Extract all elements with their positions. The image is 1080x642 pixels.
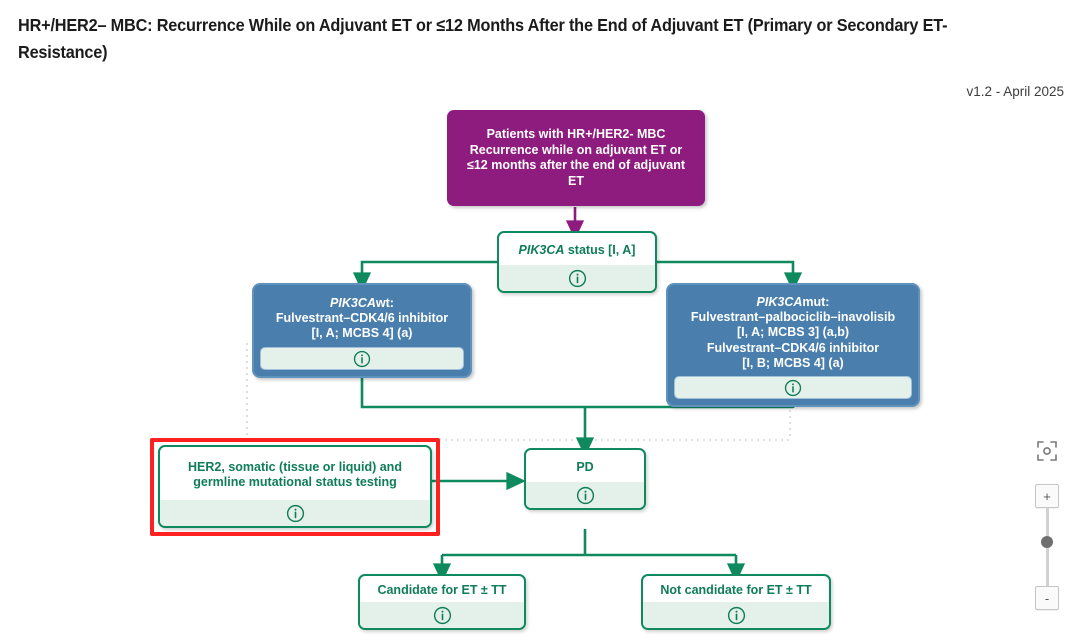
gene-name-pik3ca: PIK3CA [756, 294, 803, 309]
node-pik3ca-wt[interactable]: PIK3CAwt: Fulvestrant–CDK4/6 inhibitor [… [252, 283, 472, 378]
node-her2-testing-title: HER2, somatic (tissue or liquid) and ger… [160, 447, 430, 500]
version-label: v1.2 - April 2025 [966, 84, 1064, 99]
node-pik3ca-wt-title: PIK3CAwt: Fulvestrant–CDK4/6 inhibitor [… [260, 290, 464, 347]
node-pik3ca-mut-title: PIK3CAmut: Fulvestrant–palbociclib–inavo… [674, 290, 912, 376]
gene-name-pik3ca: PIK3CA [330, 295, 376, 310]
root-line-3: ≤12 months after the end of adjuvant [467, 158, 685, 172]
node-candidate-title: Candidate for ET ± TT [377, 582, 507, 597]
flowchart-canvas[interactable]: Patients with HR+/HER2- MBC Recurrence w… [0, 100, 1080, 642]
info-icon[interactable] [784, 379, 802, 397]
info-bar[interactable] [499, 265, 655, 291]
info-icon[interactable] [576, 486, 595, 505]
her2-line-2: germline mutational status testing [193, 474, 397, 489]
root-line-1: Patients with HR+/HER2- MBC [486, 127, 666, 141]
info-icon[interactable] [353, 350, 371, 368]
mut-line-5: [I, B; MCBS 4] (a) [742, 355, 844, 370]
root-line-2: Recurrence while on adjuvant ET or [469, 142, 683, 157]
fit-to-screen-icon[interactable] [1036, 440, 1058, 462]
info-icon[interactable] [568, 269, 587, 288]
info-bar[interactable] [360, 602, 524, 628]
info-bar[interactable] [260, 347, 464, 370]
node-pik3ca-status[interactable]: PIK3CA status [I, A] [497, 231, 657, 293]
node-not-candidate-et-tt[interactable]: Not candidate for ET ± TT [641, 574, 831, 630]
status-suffix: status [I, A] [564, 242, 636, 257]
wt-line-1: wt: [375, 295, 394, 310]
node-pd-title: PD [576, 459, 594, 474]
wt-line-3: [I, A; MCBS 4] (a) [311, 326, 413, 341]
wt-line-2: Fulvestrant–CDK4/6 inhibitor [275, 310, 449, 325]
zoom-slider[interactable] [1041, 508, 1053, 586]
info-icon[interactable] [433, 606, 452, 625]
node-progressive-disease[interactable]: PD [524, 448, 646, 510]
info-bar[interactable] [643, 602, 829, 628]
mut-line-2: Fulvestrant–palbociclib–inavolisib [690, 310, 896, 325]
mut-line-3: [I, A; MCBS 3] (a,b) [736, 325, 849, 340]
root-line-4: ET [568, 173, 584, 188]
her2-line-1: HER2, somatic (tissue or liquid) and [188, 459, 402, 474]
zoom-in-button[interactable]: + [1035, 484, 1059, 508]
mut-line-4: Fulvestrant–CDK4/6 inhibitor [706, 340, 880, 355]
info-icon[interactable] [286, 504, 305, 523]
info-icon[interactable] [727, 606, 746, 625]
node-her2-testing[interactable]: HER2, somatic (tissue or liquid) and ger… [158, 445, 432, 528]
node-patients-root-text: Patients with HR+/HER2- MBC Recurrence w… [467, 127, 685, 189]
info-bar[interactable] [526, 482, 644, 508]
mut-line-1: mut: [802, 294, 830, 309]
node-not-candidate-title: Not candidate for ET ± TT [660, 582, 812, 597]
zoom-out-button[interactable]: - [1035, 586, 1059, 610]
node-candidate-et-tt[interactable]: Candidate for ET ± TT [358, 574, 526, 630]
node-patients-root[interactable]: Patients with HR+/HER2- MBC Recurrence w… [447, 110, 705, 206]
zoom-controls[interactable]: + - [1030, 440, 1064, 610]
info-bar[interactable] [674, 376, 912, 399]
page-title: HR+/HER2– MBC: Recurrence While on Adjuv… [18, 15, 948, 62]
info-bar[interactable] [160, 500, 430, 526]
node-pik3ca-mut[interactable]: PIK3CAmut: Fulvestrant–palbociclib–inavo… [666, 283, 920, 407]
gene-name-pik3ca: PIK3CA [518, 242, 565, 257]
node-pik3ca-status-title: PIK3CA status [I, A] [499, 233, 655, 265]
zoom-slider-handle[interactable] [1041, 536, 1053, 548]
